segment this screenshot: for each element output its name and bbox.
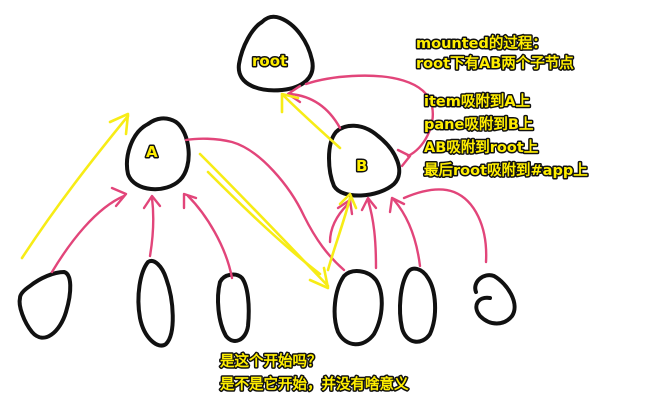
node-b-label: B <box>356 157 367 175</box>
pink-arrow-leaf2-to-a <box>148 196 155 258</box>
leaf-node-4 <box>332 269 384 347</box>
pink-arrowhead <box>110 186 128 208</box>
leaf-node-1 <box>17 270 73 340</box>
notes-step-2: pane吸附到B上 <box>424 115 534 133</box>
notes-step-4: 最后root吸附到#app上 <box>424 161 588 179</box>
pink-arrow-leaf6-to-b <box>392 198 422 268</box>
pink-arrows <box>50 74 488 280</box>
pink-arrow-b-to-root <box>288 92 342 130</box>
pink-arrow-leaf5-to-b <box>366 198 378 270</box>
pink-arrowhead <box>142 194 162 210</box>
yellow-arrowhead <box>308 266 330 290</box>
node-a-label: A <box>146 143 158 161</box>
leaf-node-6 <box>473 273 517 326</box>
pink-arrowhead <box>388 196 406 214</box>
notes-title: mounted的过程： <box>416 34 547 52</box>
root-label: root <box>252 52 287 70</box>
node-a <box>125 116 191 192</box>
yellow-arrowhead <box>280 92 300 114</box>
leaf-node-2 <box>136 259 175 348</box>
notes-subtitle: root下有AB两个子节点 <box>416 54 574 72</box>
pink-arrowhead <box>360 196 378 212</box>
question-text: 是这个开始吗？ <box>219 352 322 370</box>
pink-arrow-leaf4-to-b <box>184 137 346 272</box>
pink-arrowhead <box>286 84 302 104</box>
yellow-arrows <box>20 92 358 290</box>
yellow-arrow-leaf1-to-a <box>20 114 130 260</box>
mounted-notes: mounted的过程： root下有AB两个子节点 item吸附到A上 pane… <box>415 33 590 181</box>
pink-arrowhead <box>182 192 198 210</box>
leaf-node-5 <box>398 266 437 344</box>
pink-arrowhead <box>396 148 412 168</box>
question-notes: 是这个开始吗？ 是不是它开始，并没有啥意义 <box>218 351 411 395</box>
leaf-node-3 <box>216 272 251 343</box>
yellow-arrowhead <box>338 192 358 210</box>
pink-arrow-leaf1-to-a <box>50 194 126 274</box>
pink-arrow-right-to-root <box>304 74 434 158</box>
pink-arrow-leaf3-to-a <box>186 194 234 280</box>
notes-step-3: AB吸附到root上 <box>424 138 539 156</box>
notes-step-1: item吸附到A上 <box>424 92 531 110</box>
yellow-arrowhead <box>108 112 130 136</box>
answer-text: 是不是它开始，并没有啥意义 <box>219 375 409 393</box>
yellow-arrow-b-to-root <box>282 94 342 150</box>
node-b <box>327 123 402 198</box>
yellow-arrow-leaf4-to-b <box>326 196 352 272</box>
root-node <box>236 14 315 93</box>
